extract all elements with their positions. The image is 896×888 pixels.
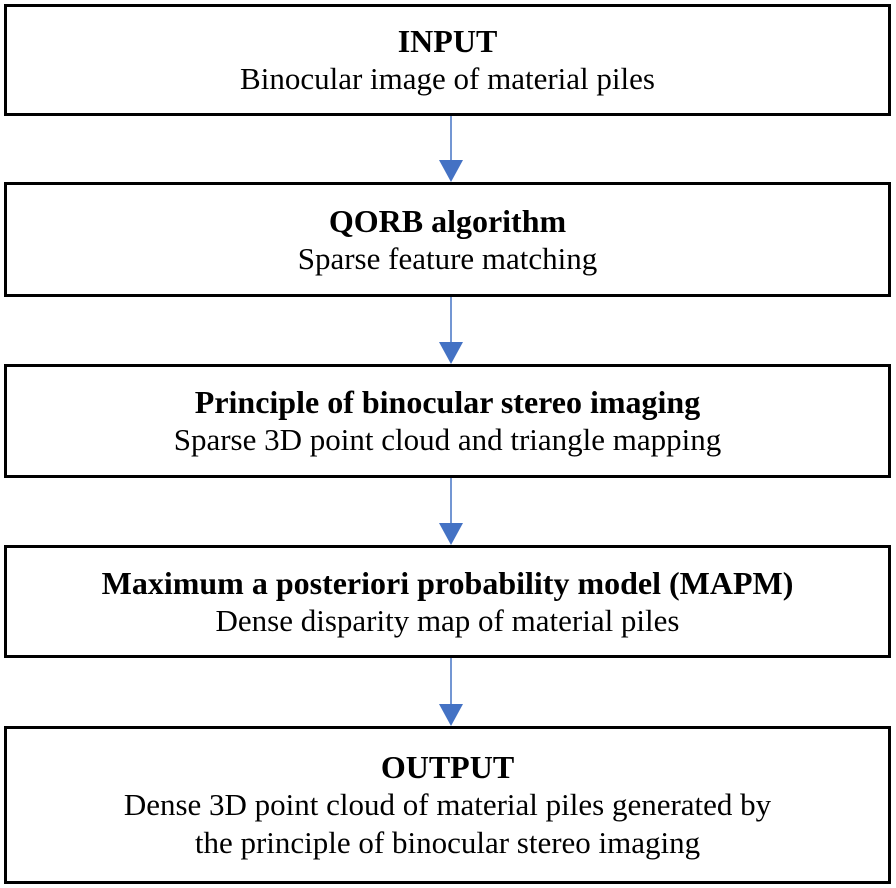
step-title: QORB algorithm [328, 202, 567, 239]
flow-step-output: OUTPUT Dense 3D point cloud of material … [4, 726, 891, 884]
step-title: INPUT [397, 23, 498, 59]
arrow-head [439, 342, 463, 364]
step-description-line-2: the principle of binocular stereo imagin… [194, 825, 701, 860]
flow-step-mapm: Maximum a posteriori probability model (… [4, 545, 891, 658]
arrow-head [439, 160, 463, 182]
flow-step-qorb-algorithm: QORB algorithm Sparse feature matching [4, 182, 891, 297]
arrow-head [439, 523, 463, 545]
step-description: Sparse 3D point cloud and triangle mappi… [173, 422, 722, 457]
step-title: OUTPUT [380, 749, 515, 785]
step-title: Maximum a posteriori probability model (… [101, 564, 794, 601]
arrow-qorb-to-principle [439, 297, 463, 364]
step-description-line-1: Dense 3D point cloud of material piles g… [123, 787, 772, 822]
step-description: Dense disparity map of material piles [215, 602, 680, 638]
arrow-input-to-qorb [439, 116, 463, 182]
arrow-head [439, 704, 463, 726]
flow-step-input: INPUT Binocular image of material piles [4, 4, 891, 116]
step-title: Principle of binocular stereo imaging [194, 384, 701, 420]
flow-step-binocular-stereo-principle: Principle of binocular stereo imaging Sp… [4, 364, 891, 478]
arrow-principle-to-mapm [439, 478, 463, 545]
arrow-mapm-to-output [439, 658, 463, 726]
step-description: Sparse feature matching [297, 240, 598, 276]
step-description: Binocular image of material piles [240, 61, 655, 96]
